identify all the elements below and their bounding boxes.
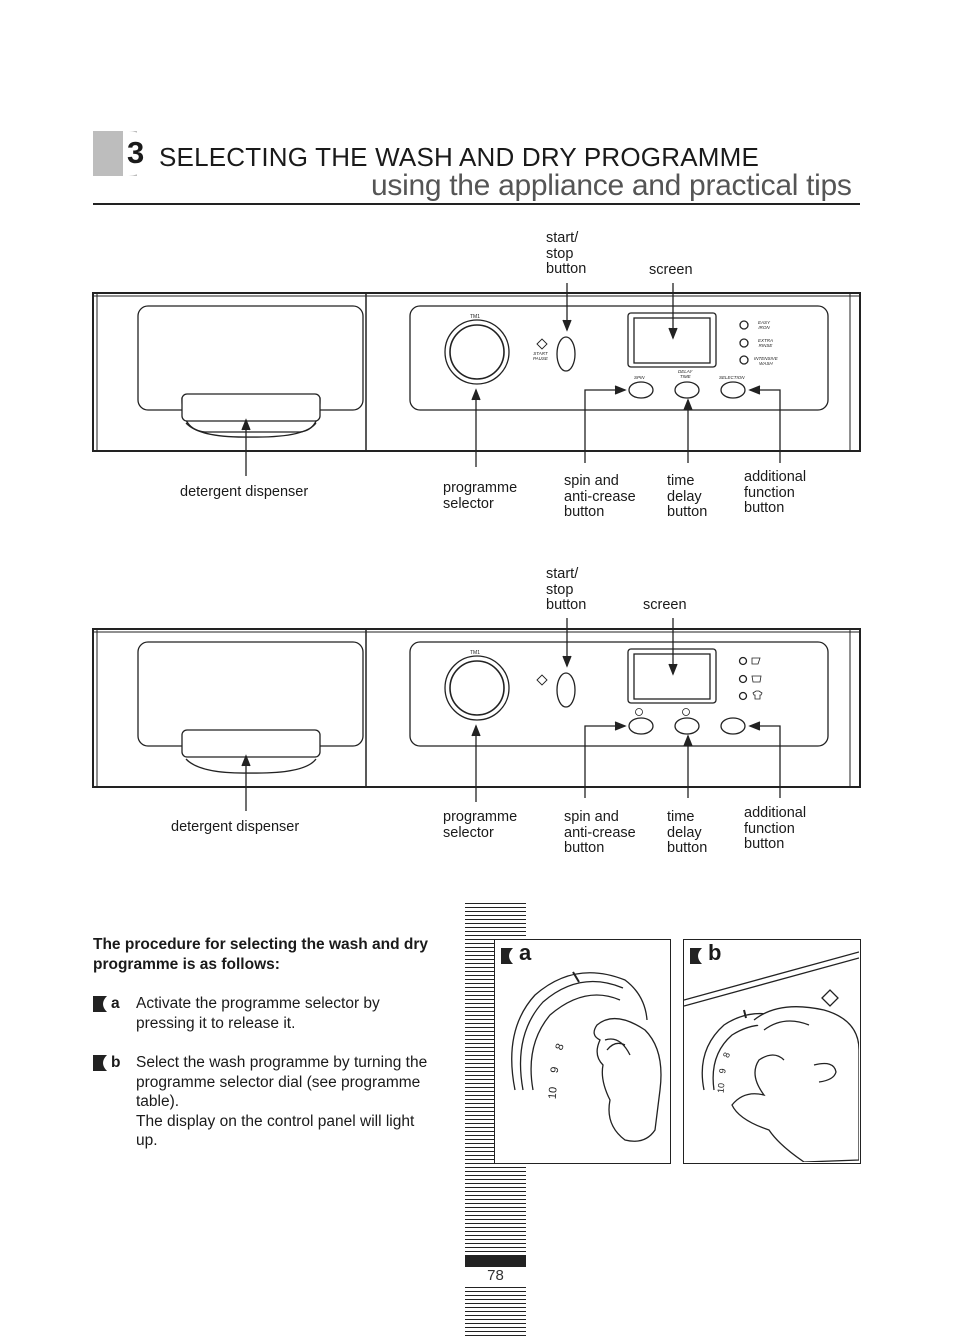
step-a-marker-icon [93, 996, 107, 1012]
label-start-stop-2: start/ stop button [546, 566, 587, 613]
figure-b: b 8 9 10 [683, 939, 861, 1164]
dial-marker-2: TM1 [470, 650, 480, 656]
easy-iron-text: EASY IRON [758, 320, 771, 330]
page-number-band [465, 1256, 526, 1267]
label-programme-selector-2: programme selector [443, 809, 518, 841]
label-programme-selector: programme selector [443, 480, 518, 512]
striped-bar-bottom [465, 1287, 526, 1337]
dial-marker: TM1 [470, 314, 480, 320]
label-spin-button: spin and anti-crease button [564, 473, 636, 520]
selection-text: SELECTION [719, 375, 745, 380]
label-time-delay: time delay button [667, 473, 708, 520]
control-panel-diagram-1 [92, 283, 861, 476]
extra-rinse-text: EXTRA RINSE [758, 338, 774, 348]
control-panel-diagram-2 [92, 618, 861, 811]
header-rule [93, 203, 860, 205]
label-start-stop: start/ stop button [546, 230, 587, 277]
label-spin-button-2: spin and anti-crease button [564, 809, 636, 856]
page-title: SELECTING THE WASH AND DRY PROGRAMME [159, 142, 760, 172]
dial-number-10-b: 10 [715, 1082, 727, 1094]
label-additional-function-2: additional function button [744, 805, 807, 852]
step-b-marker-icon [93, 1055, 107, 1071]
spin-text: SPIN [634, 375, 645, 380]
label-time-delay-2: time delay button [667, 809, 708, 856]
label-additional-function: additional function button [744, 469, 807, 516]
step-a-text: Activate the programme selector by press… [136, 995, 380, 1032]
figure-a-tag: a [519, 940, 532, 965]
step-b-text: Select the wash programme by turning the… [136, 1054, 428, 1149]
page-number: 78 [487, 1267, 504, 1284]
procedure-title: The procedure for selecting the wash and… [93, 936, 429, 973]
chapter-number: 3 [127, 135, 145, 170]
step-b-letter: b [111, 1054, 121, 1071]
figure-b-tag: b [708, 940, 722, 965]
start-pause-text: START PAUSE [533, 351, 548, 361]
delay-time-text: DELAY TIME [678, 369, 693, 379]
label-screen-2: screen [643, 597, 687, 613]
figure-a: a 8 9 10 [494, 939, 671, 1164]
intensive-wash-text: INTENSIVE WASH [754, 356, 778, 366]
label-detergent-dispenser: detergent dispenser [180, 484, 309, 500]
label-detergent-dispenser-2: detergent dispenser [171, 819, 300, 835]
dial-number-10: 10 [546, 1086, 560, 1100]
label-screen: screen [649, 262, 693, 278]
step-a-letter: a [111, 995, 120, 1012]
page-subtitle: using the appliance and practical tips [371, 169, 852, 202]
